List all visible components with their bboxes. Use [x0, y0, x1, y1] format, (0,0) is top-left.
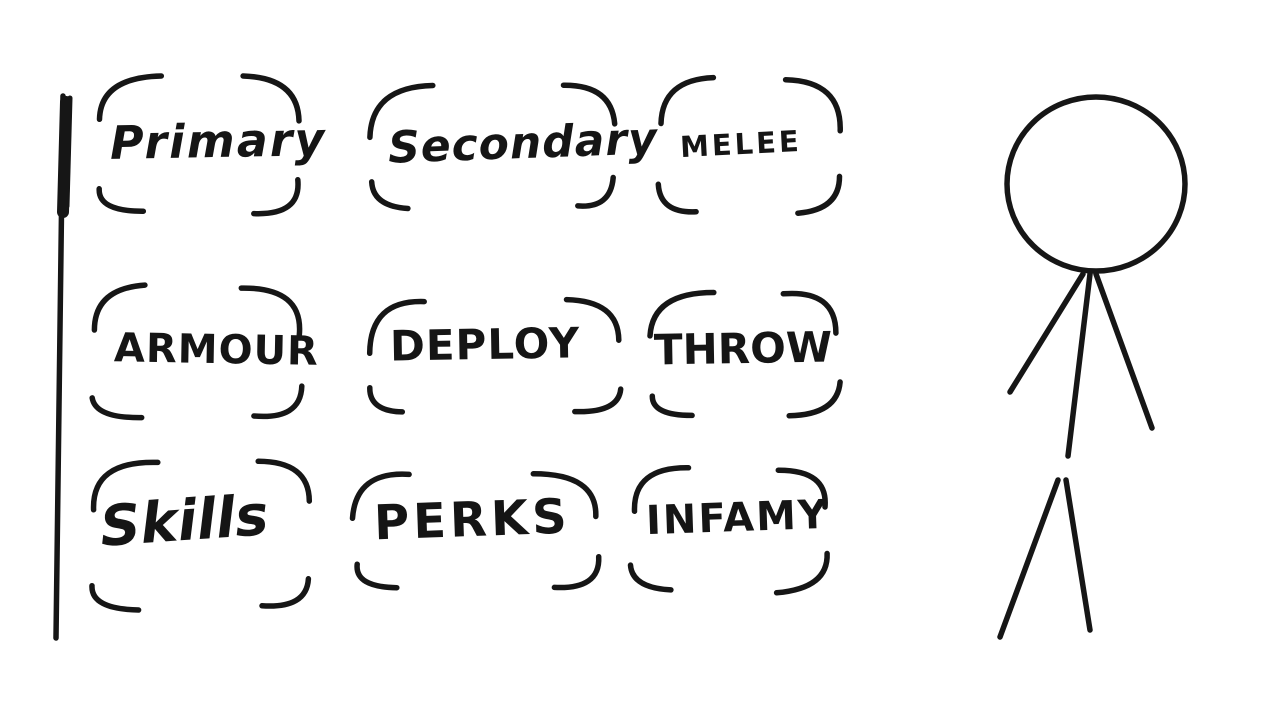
- bracket-corner: [255, 458, 313, 504]
- slot-label-throw: THROW: [653, 322, 833, 375]
- bracket-corner: [96, 186, 147, 214]
- bracket-corner: [368, 179, 411, 212]
- bracket-corner: [240, 73, 302, 124]
- bracket-corner: [773, 550, 830, 596]
- bracket-corner: [354, 561, 400, 591]
- bracket-corner: [367, 82, 436, 141]
- bracket-corner: [658, 74, 717, 127]
- bracket-corner: [259, 576, 312, 609]
- bracket-corner: [649, 393, 695, 419]
- slot-label-deploy: DEPLOY: [389, 318, 581, 371]
- left-margin-line: [53, 93, 73, 641]
- bracket-corner: [647, 289, 717, 339]
- bracket-corner: [91, 282, 148, 333]
- bracket-corner: [89, 582, 142, 613]
- bracket-corner: [795, 173, 843, 216]
- slot-label-secondary: Secondary: [387, 113, 659, 174]
- bracket-corner: [530, 471, 599, 520]
- bracket-corner: [563, 296, 622, 343]
- slot-label-armour: ARMOUR: [113, 325, 320, 375]
- bracket-corner: [786, 379, 843, 419]
- bracket-corner: [89, 395, 145, 421]
- slot-label-melee: MELEE: [679, 123, 803, 165]
- bracket-corner: [367, 384, 406, 415]
- slot-label-perks: PERKS: [373, 488, 572, 552]
- stick-figure-head: [1004, 94, 1188, 274]
- stick-figure-right-arm: [1093, 271, 1155, 431]
- stick-figure-icon: [997, 94, 1188, 640]
- slot-label-infamy: INFAMY: [645, 491, 830, 545]
- bracket-corner: [631, 465, 692, 515]
- bracket-corner: [349, 471, 412, 522]
- bracket-corner: [780, 290, 839, 336]
- bracket-corner: [251, 383, 305, 420]
- bracket-corner: [655, 181, 699, 215]
- bracket-corner: [238, 285, 303, 338]
- stick-figure-left-leg: [997, 477, 1061, 640]
- slot-label-skills: Skills: [97, 483, 271, 560]
- stick-figure-body: [1065, 271, 1093, 459]
- bracket-corner: [775, 467, 828, 510]
- stick-figure-right-leg: [1063, 477, 1093, 633]
- bracket-corner: [560, 82, 618, 127]
- slot-brackets: [89, 73, 843, 613]
- stick-figure-left-arm: [1007, 271, 1086, 395]
- bracket-corner: [782, 76, 843, 134]
- bracket-corner: [90, 459, 161, 513]
- bracket-corner: [575, 174, 616, 209]
- bracket-corner: [251, 177, 301, 217]
- slot-label-primary: Primary: [109, 112, 327, 170]
- bracket-corner: [551, 553, 602, 591]
- bracket-corner: [627, 562, 674, 593]
- bracket-corner: [96, 73, 165, 123]
- bracket-corner: [366, 298, 427, 357]
- bracket-corner: [572, 386, 624, 415]
